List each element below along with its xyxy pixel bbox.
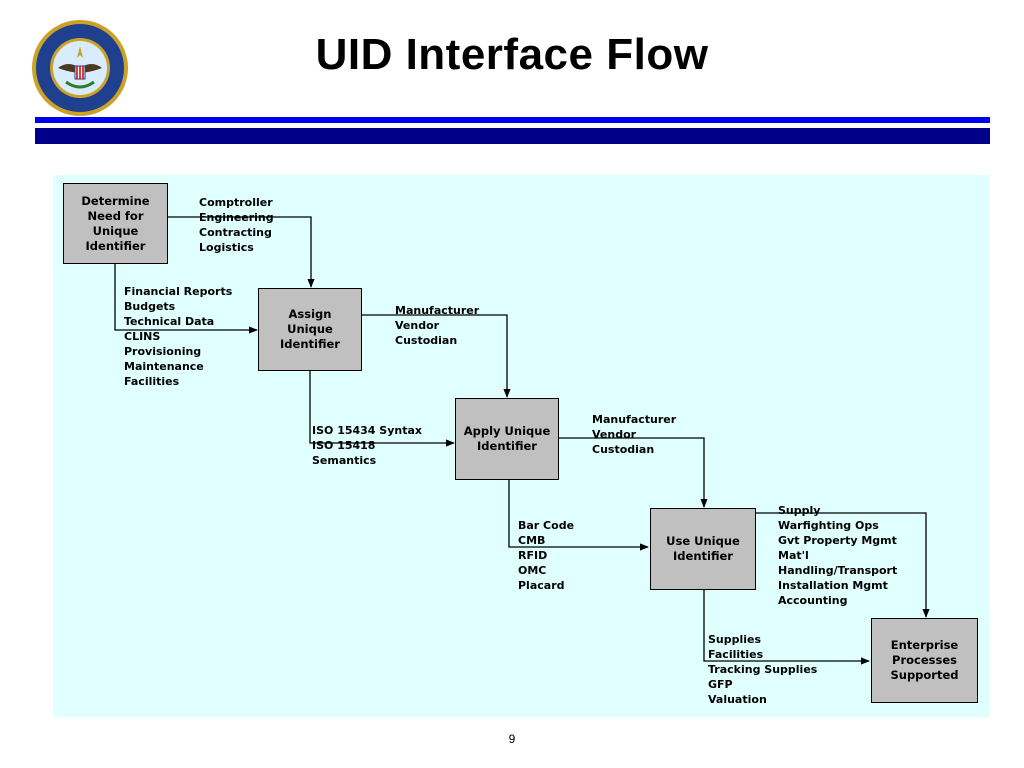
page-title: UID Interface Flow: [315, 30, 709, 79]
arrow-use-to-enterprise-top: [756, 512, 930, 618]
page-number: 9: [508, 732, 516, 746]
connector-lines: [114, 216, 930, 665]
header-rule-thin: [35, 117, 990, 123]
labels-apply-down: Bar Code CMB RFID OMC Placard: [518, 519, 575, 592]
arrow-determine-to-assign-left: [114, 264, 258, 334]
box-enterprise-processes: Enterprise Processes Supported: [871, 618, 978, 703]
box-use-uid: Use Unique Identifier: [650, 508, 756, 590]
box-assign-uid: Assign Unique Identifier: [258, 288, 362, 371]
arrow-assign-to-apply-top: [362, 314, 511, 398]
arrow-apply-to-use-left: [508, 480, 649, 551]
labels-determine-down: Financial Reports Budgets Technical Data…: [124, 285, 233, 388]
arrow-assign-to-apply-left: [309, 371, 455, 447]
flow-diagram: Determine Need for Unique Identifier Ass…: [53, 175, 990, 717]
arrow-use-to-enterprise-left: [703, 590, 870, 665]
labels-apply-out: Manufacturer Vendor Custodian: [592, 413, 677, 456]
labels-assign-down: ISO 15434 Syntax ISO 15418 Semantics: [312, 424, 422, 467]
box-determine-need: Determine Need for Unique Identifier: [63, 183, 168, 264]
labels-assign-out: Manufacturer Vendor Custodian: [395, 304, 480, 347]
arrow-determine-to-assign-top: [168, 216, 315, 288]
labels-determine-out: Comptroller Engineering Contracting Logi…: [199, 196, 274, 254]
labels-use-down: Supplies Facilities Tracking Supplies GF…: [708, 633, 818, 706]
dod-seal-logo: [30, 18, 130, 118]
header-rule-thick: [35, 128, 990, 144]
labels-use-out: Supply Warfighting Ops Gvt Property Mgmt…: [778, 504, 898, 607]
arrow-apply-to-use-top: [559, 437, 708, 508]
box-apply-uid: Apply Unique Identifier: [455, 398, 559, 480]
